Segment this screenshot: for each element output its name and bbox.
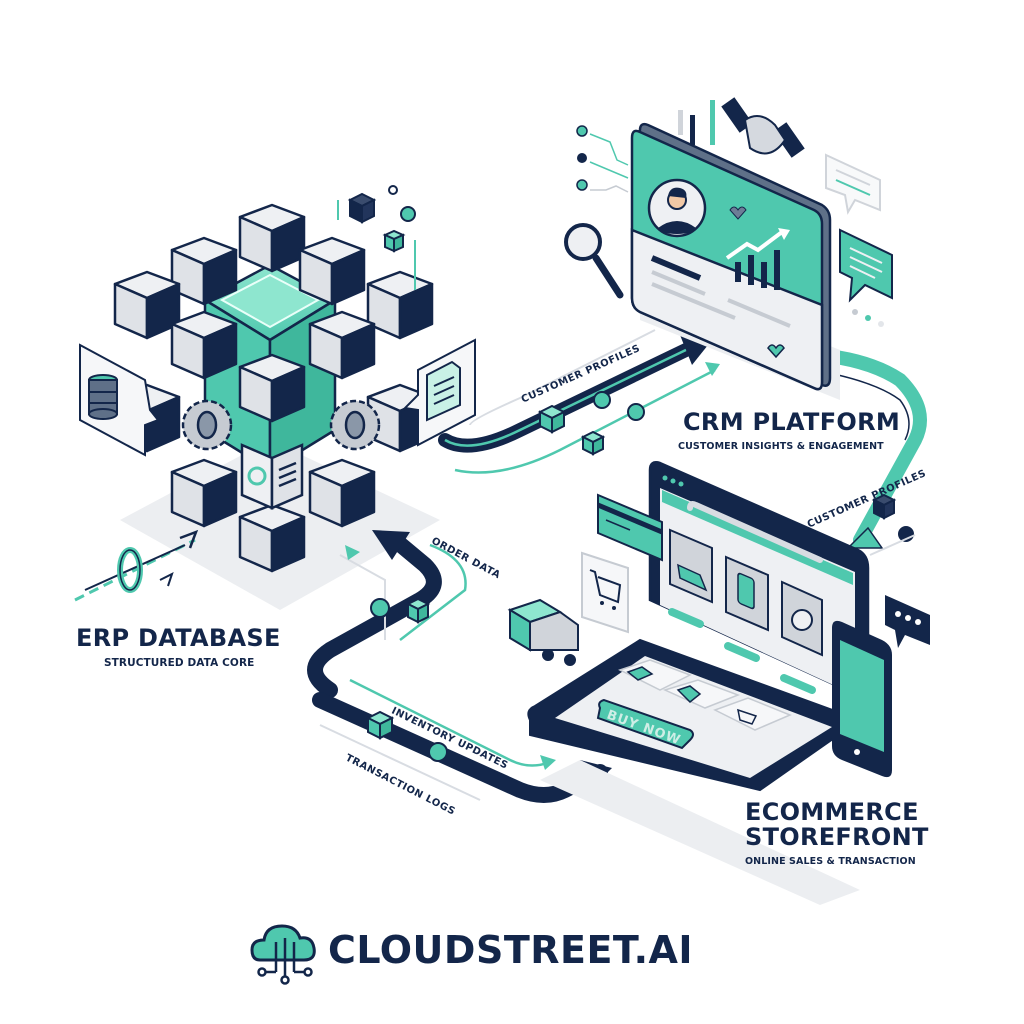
credit-card-icon [597,493,663,562]
phone-icon [737,572,755,610]
trend-chart-icon [725,230,784,260]
brand-footer: CLOUDSTREET.AI [248,920,693,980]
cart-icon [737,708,758,725]
bar-chart-icon [735,250,780,290]
chat-bubble-icon [825,153,881,215]
credit-card-icon [626,666,654,681]
gear-icon [247,466,267,486]
product-button[interactable] [668,608,704,628]
erp-subtitle: STRUCTURED DATA CORE [104,657,255,670]
flow-ecommerce-to-erp [307,530,467,698]
database-icon [88,374,118,420]
crm-subtitle: CUSTOMER INSIGHTS & ENGAGEMENT [678,441,884,453]
ecommerce-storefront-label: ECOMMERCE STOREFRONT ONLINE SALES & TRAN… [745,798,929,868]
crm-dashboard-card [630,122,832,391]
brand-name: CLOUDSTREET.AI [328,928,694,972]
delivery-truck-icon [507,598,579,666]
bar-chart-icon [678,100,715,145]
brand-logo-spacer [248,920,314,980]
heart-icon [767,344,785,359]
crm-platform-label: CRM PLATFORM CUSTOMER INSIGHTS & ENGAGEM… [678,408,901,452]
user-avatar-icon [647,178,707,238]
heart-icon [729,206,747,220]
shopping-cart-icon [581,551,629,634]
chat-bubble-icon [885,595,930,648]
product-tile-shoe [669,528,713,604]
tshirt-icon [676,685,702,704]
ecommerce-storefront-illustration: BUY NOW [507,461,930,905]
product-tile-watch [781,580,823,657]
flow-erp-to-crm [438,329,720,474]
ecommerce-title-line1: ECOMMERCE [745,798,919,826]
product-button[interactable] [724,642,760,662]
crm-platform-illustration [564,97,893,400]
crm-title: CRM PLATFORM [683,408,901,436]
ingest-arrow-icon [74,529,199,602]
product-tile-phone [725,555,769,632]
storefront-tablet-base: BUY NOW [527,638,863,792]
gear-icon [329,399,381,451]
storefront-browser-window [648,461,870,702]
erp-config-block [240,443,304,510]
flow-crm-to-ecommerce [813,348,927,556]
erp-cube-blocks [113,203,434,573]
handshake-icon [721,97,805,158]
erp-database-illustration [74,185,476,610]
database-callout [79,343,160,457]
ecommerce-title-line2: STOREFRONT [745,823,929,852]
cloud-circuit-icon [250,924,316,985]
magnifier-icon [564,223,624,299]
product-button[interactable] [780,674,816,694]
erp-database-label: ERP DATABASE STRUCTURED DATA CORE [76,624,281,670]
chat-bubble-icon [839,228,893,303]
ecommerce-subtitle: ONLINE SALES & TRANSACTION [745,856,916,868]
smartphone-icon [832,620,892,778]
document-icon [426,360,461,422]
floating-data-cubes [337,185,416,290]
document-callout [402,338,476,447]
gear-icon [181,399,233,451]
watch-icon [791,609,813,631]
erp-title: ERP DATABASE [76,624,281,652]
connector-dots [576,125,629,193]
shoe-icon [677,563,708,592]
